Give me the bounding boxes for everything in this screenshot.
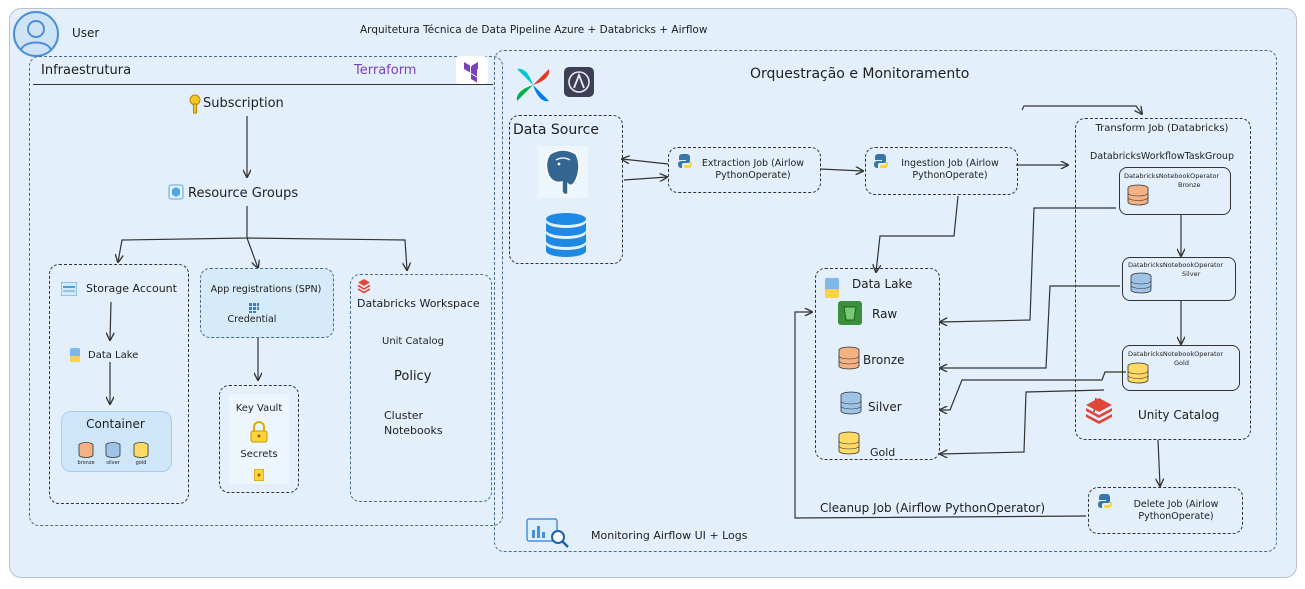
raw-bucket-icon xyxy=(838,301,862,329)
credential-label: Credential xyxy=(227,314,277,325)
operator-silver-box xyxy=(1122,257,1236,301)
terraform-icon xyxy=(456,56,488,84)
container-box xyxy=(61,411,172,472)
ingestion-job-line2: PythonOperate) xyxy=(912,170,988,181)
python-icon xyxy=(677,153,693,173)
unity-catalog-label: Unity Catalog xyxy=(1138,408,1220,422)
data-source-label: Data Source xyxy=(513,122,599,138)
gold-db-icon xyxy=(1127,362,1149,388)
ingestion-job-line1: Ingestion Job (Airlow xyxy=(901,158,999,169)
data-lake-icon xyxy=(825,278,839,302)
infra-header-line xyxy=(33,84,493,85)
unit-catalog-label: Unit Catalog xyxy=(382,336,444,347)
user-avatar[interactable] xyxy=(12,10,60,58)
app-registrations-box xyxy=(200,268,334,338)
raw-label: Raw xyxy=(872,307,898,321)
orchestration-group xyxy=(494,50,1277,552)
astronomer-icon xyxy=(564,67,594,97)
databricks-workspace-label: Databricks Workspace xyxy=(357,297,480,310)
notebooks-label: Notebooks xyxy=(384,424,443,437)
user-icon xyxy=(13,11,59,57)
diagram-title: Arquitetura Técnica de Data Pipeline Azu… xyxy=(360,24,708,36)
transform-job-box xyxy=(1075,118,1251,440)
cluster-label: Cluster xyxy=(384,409,424,422)
terraform-label: Terraform xyxy=(354,63,417,78)
silver-label: Silver xyxy=(868,400,902,414)
delete-job-line1: Delete Job (Airlow xyxy=(1133,499,1219,510)
extraction-job-line2: PythonOperate) xyxy=(715,170,791,181)
container-gold-icon xyxy=(133,442,149,462)
task-group-label: DatabricksWorkflowTaskGroup xyxy=(1090,151,1234,162)
data-source-box xyxy=(509,115,623,264)
infra-group xyxy=(29,56,503,526)
delete-job-line2: PythonOperate) xyxy=(1138,511,1214,522)
transform-job-label: Transform Job (Databricks) xyxy=(1095,123,1229,134)
key-icon xyxy=(188,94,202,118)
key-vault-label: Key Vault xyxy=(235,403,283,414)
monitoring-icon xyxy=(526,517,572,553)
resource-group-icon xyxy=(168,184,184,204)
unity-catalog-icon xyxy=(1083,396,1115,430)
gold-label: Gold xyxy=(870,446,896,459)
silver-db-icon xyxy=(840,391,862,419)
data-lake-label: Data Lake xyxy=(88,350,139,361)
data-lake-box xyxy=(815,268,940,460)
bronze-db-icon xyxy=(838,346,860,374)
container-label: Container xyxy=(86,417,145,431)
operator-bronze-line1: DatabricksNotebookOperator xyxy=(1124,172,1220,180)
resource-groups-label: Resource Groups xyxy=(188,186,299,201)
subscription-label: Subscription xyxy=(203,96,284,111)
gold-db-icon xyxy=(838,431,860,459)
python-icon xyxy=(1097,493,1113,513)
secrets-label: Secrets xyxy=(240,449,278,460)
postgresql-icon xyxy=(538,146,588,202)
extraction-job-line1: Extraction Job (Airlow xyxy=(701,158,805,169)
container-silver-icon xyxy=(105,442,121,462)
extraction-job-box xyxy=(668,147,821,193)
secret-icon xyxy=(253,466,265,485)
ingestion-job-box xyxy=(865,147,1018,195)
storage-account-box xyxy=(49,264,189,504)
databricks-icon xyxy=(357,278,371,298)
storage-account-icon xyxy=(60,281,78,300)
orchestration-title: Orquestração e Monitoramento xyxy=(750,66,970,82)
container-bronze-label: bronze xyxy=(77,460,95,466)
container-silver-label: silver xyxy=(106,460,120,466)
container-bronze-icon xyxy=(78,442,94,462)
storage-account-label: Storage Account xyxy=(86,282,177,295)
app-grid-icon xyxy=(249,298,259,317)
bronze-db-icon xyxy=(1127,184,1149,210)
monitoring-label: Monitoring Airflow UI + Logs xyxy=(591,529,748,542)
data-lake-title: Data Lake xyxy=(852,277,913,291)
operator-gold-line2: Gold xyxy=(1174,359,1189,367)
python-icon xyxy=(873,153,889,173)
infra-title: Infraestrutura xyxy=(41,63,132,78)
key-vault-box xyxy=(219,385,299,493)
cleanup-job-label: Cleanup Job (Airflow PythonOperator) xyxy=(820,501,1046,515)
delete-job-box xyxy=(1088,487,1243,534)
bronze-label: Bronze xyxy=(863,353,905,367)
operator-bronze-box xyxy=(1119,167,1231,215)
policy-label: Policy xyxy=(394,369,432,384)
airflow-icon xyxy=(513,65,553,109)
operator-bronze-line2: Bronze xyxy=(1178,181,1201,189)
operator-silver-line2: Silver xyxy=(1182,270,1201,278)
app-registrations-label: App registrations (SPN) xyxy=(210,284,322,295)
databricks-workspace-box xyxy=(350,274,492,502)
operator-silver-line1: DatabricksNotebookOperator xyxy=(1128,261,1224,269)
data-lake-icon xyxy=(70,347,80,366)
database-icon xyxy=(544,212,588,262)
operator-gold-box xyxy=(1122,345,1240,391)
silver-db-icon xyxy=(1130,272,1152,298)
container-gold-label: gold xyxy=(135,460,147,466)
lock-icon xyxy=(250,421,268,447)
user-label: User xyxy=(72,26,100,40)
operator-gold-line1: DatabricksNotebookOperator xyxy=(1128,350,1224,358)
